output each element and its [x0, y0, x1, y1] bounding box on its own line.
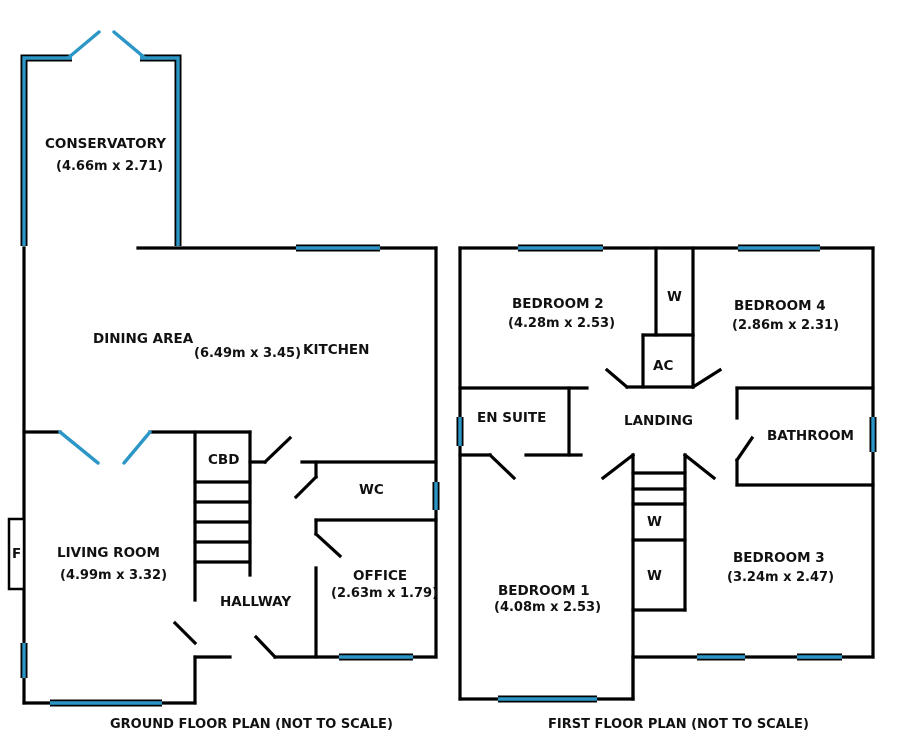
wc-label: WC [359, 482, 384, 498]
living-room-label: LIVING ROOM [57, 545, 160, 561]
bathroom-label: BATHROOM [767, 428, 854, 444]
conservatory-dims: (4.66m x 2.71) [56, 159, 163, 174]
bedroom-2-label: BEDROOM 2 [512, 296, 604, 312]
living-room-double-door [58, 430, 152, 465]
bedroom-3-label: BEDROOM 3 [733, 550, 825, 566]
dining-area-label: DINING AREA [93, 331, 194, 347]
bedroom-3-dims: (3.24m x 2.47) [727, 570, 834, 585]
en-suite-label: EN SUITE [477, 410, 546, 426]
office-dims: (2.63m x 1.79) [331, 586, 438, 601]
ground-floor-plan: CONSERVATORY (4.66m x 2.71) DINING AREA … [7, 30, 440, 732]
landing-label: LANDING [624, 413, 693, 429]
airing-cupboard-label: AC [653, 358, 673, 374]
dining-area-dims: (6.49m x 3.45) [194, 346, 301, 361]
bedroom-4-label: BEDROOM 4 [734, 298, 826, 314]
kitchen-label: KITCHEN [303, 342, 369, 358]
hallway-label: HALLWAY [220, 594, 291, 610]
bedroom-2-dims: (4.28m x 2.53) [508, 316, 615, 331]
ground-outer-walls [22, 246, 438, 705]
wardrobe-low-label: W [647, 568, 662, 584]
first-floor-caption: FIRST FLOOR PLAN (NOT TO SCALE) [548, 717, 809, 732]
cbd-label: CBD [208, 452, 239, 468]
conservatory-walls [20, 30, 182, 246]
bedroom-4-dims: (2.86m x 2.31) [732, 318, 839, 333]
conservatory-label: CONSERVATORY [45, 136, 166, 152]
wardrobe-mid-label: W [647, 514, 662, 530]
first-inner-walls [458, 246, 875, 701]
first-windows [456, 244, 877, 703]
bedroom-1-dims: (4.08m x 2.53) [494, 600, 601, 615]
fireplace-box [7, 517, 26, 591]
fireplace-label: F [12, 546, 21, 562]
ground-floor-caption: GROUND FLOOR PLAN (NOT TO SCALE) [110, 717, 393, 732]
office-label: OFFICE [353, 568, 407, 584]
ground-windows [20, 244, 440, 707]
first-floor-plan: BEDROOM 2 (4.28m x 2.53) W BEDROOM 4 (2.… [456, 244, 877, 732]
ground-inner-walls [22, 430, 438, 660]
living-room-dims: (4.99m x 3.32) [60, 568, 167, 583]
bedroom-1-label: BEDROOM 1 [498, 583, 590, 599]
wardrobe-top-label: W [667, 289, 682, 305]
